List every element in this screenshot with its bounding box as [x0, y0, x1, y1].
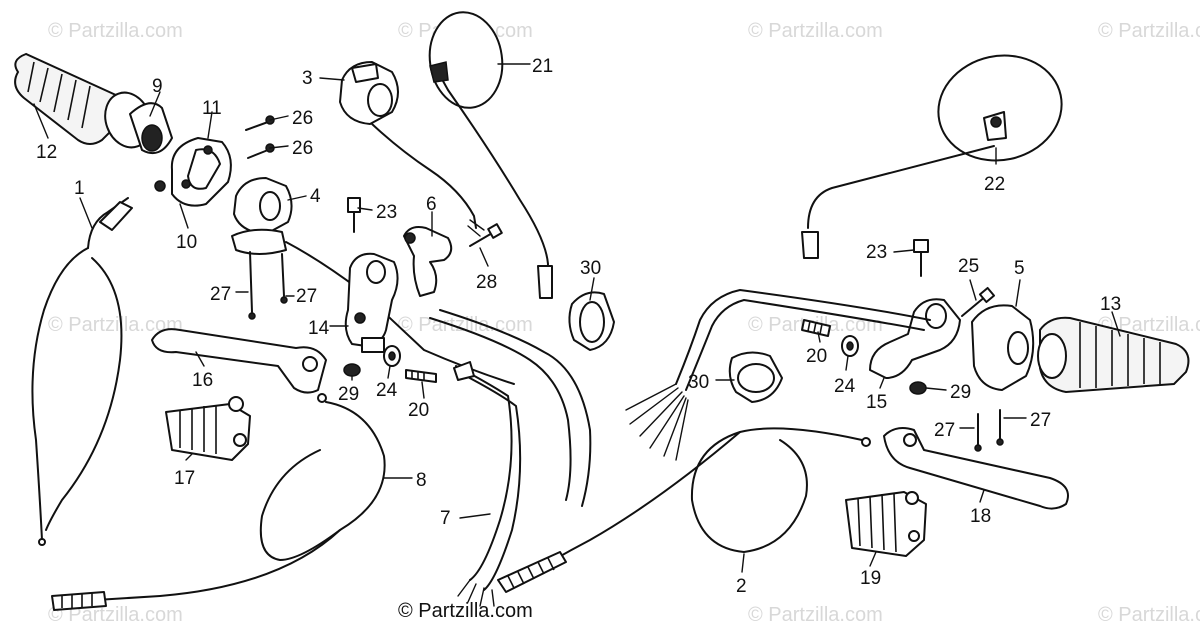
callout-10: 10: [176, 232, 197, 253]
watermark-bottom-1: © Partzilla.com: [48, 604, 183, 626]
part-7-wire-harness: [429, 309, 592, 607]
callout-9: 9: [152, 76, 163, 97]
callout-20a: 20: [408, 400, 429, 421]
part-23-bolt-right: [913, 239, 929, 277]
watermark-bottom-4: © Partzilla.com: [1098, 604, 1200, 626]
callout-17: 17: [174, 468, 195, 489]
part-19-switch-assembly: [845, 491, 927, 557]
callout-27c: 27: [934, 420, 955, 441]
callout-24b: 24: [834, 376, 856, 397]
part-1-throttle-cable: [31, 197, 133, 546]
callout-24a: 24: [376, 380, 398, 401]
callout-27a: 27: [210, 284, 231, 305]
callout-8: 8: [416, 470, 427, 491]
callout-21: 21: [532, 56, 553, 77]
callout-27d: 27: [1030, 410, 1051, 431]
callout-labels: 1 9 11 12 10 3 26 26 4 23 6 28 21 30 14 …: [36, 56, 1121, 597]
part-27-screws-right: [974, 409, 1004, 452]
callout-19: 19: [860, 568, 881, 589]
callout-1: 1: [74, 178, 85, 199]
part-27-screws-left: [248, 251, 288, 320]
watermark-top-1: © Partzilla.com: [48, 20, 183, 42]
part-20-pivot-bolt-right: [801, 319, 831, 337]
part-10-11-throttle-housing: [154, 137, 232, 207]
callout-5: 5: [1014, 258, 1025, 279]
callout-12: 12: [36, 142, 57, 163]
part-28-bolt: [469, 223, 503, 247]
callout-30b: 30: [688, 372, 709, 393]
watermark-bottom-3: © Partzilla.com: [748, 604, 883, 626]
callout-11: 11: [202, 98, 222, 119]
part-21-mirror-left: [428, 11, 553, 299]
callout-22: 22: [984, 174, 1005, 195]
part-13-grip-right: [1037, 316, 1190, 394]
part-20-pivot-bolt-left: [405, 369, 437, 383]
part-12-throttle-grip: [14, 52, 152, 149]
part-30-band-left: [568, 291, 615, 351]
callout-29a: 29: [338, 384, 359, 405]
part-6-clamp: [403, 226, 453, 297]
callout-4: 4: [310, 186, 321, 207]
part-harness-right: [625, 289, 931, 461]
callout-14: 14: [308, 318, 330, 339]
callout-15: 15: [866, 392, 887, 413]
callout-7: 7: [440, 508, 451, 529]
leader-lines: [33, 63, 1121, 573]
part-22-mirror-right: [801, 54, 1063, 259]
part-25-bolt: [961, 286, 996, 317]
callout-23a: 23: [376, 202, 397, 223]
part-24-washer-right: [841, 335, 859, 357]
copyright-caption: © Partzilla.com: [398, 600, 533, 622]
callout-16: 16: [192, 370, 213, 391]
part-29-nut-left: [343, 363, 361, 377]
part-16-clutch-lever: [151, 328, 327, 394]
callout-18: 18: [970, 506, 991, 527]
callout-6: 6: [426, 194, 437, 215]
callout-29b: 29: [950, 382, 971, 403]
part-18-brake-lever: [883, 427, 1069, 510]
part-26-screws: [245, 115, 275, 159]
watermark-top-3: © Partzilla.com: [748, 20, 883, 42]
part-3-switch-housing: [339, 61, 485, 237]
part-23-bolt-left: [347, 197, 361, 233]
callout-3: 3: [302, 68, 313, 89]
callout-20b: 20: [806, 346, 827, 367]
callout-26b: 26: [292, 138, 313, 159]
watermark-mid-1: © Partzilla.com: [48, 314, 183, 336]
callout-26a: 26: [292, 108, 313, 129]
part-30-band-right: [728, 351, 783, 403]
callout-28: 28: [476, 272, 497, 293]
part-2-brake-cable: [497, 427, 871, 593]
part-24-washer-left: [383, 345, 401, 367]
callout-23b: 23: [866, 242, 887, 263]
part-8-clutch-cable: [51, 393, 386, 611]
part-5-switch-housing: [971, 304, 1035, 391]
part-14-lever-bracket: [344, 252, 399, 353]
callout-27b: 27: [296, 286, 317, 307]
part-17-switch-assembly: [165, 396, 251, 461]
watermark-top-4: © Partzilla.com: [1098, 20, 1200, 42]
part-9-throttle-sleeve: [129, 102, 173, 154]
part-15-brake-bracket: [869, 298, 961, 379]
callout-30a: 30: [580, 258, 601, 279]
callout-13: 13: [1100, 294, 1121, 315]
part-29-nut-right: [909, 381, 927, 395]
callout-2: 2: [736, 576, 747, 597]
callout-25: 25: [958, 256, 979, 277]
